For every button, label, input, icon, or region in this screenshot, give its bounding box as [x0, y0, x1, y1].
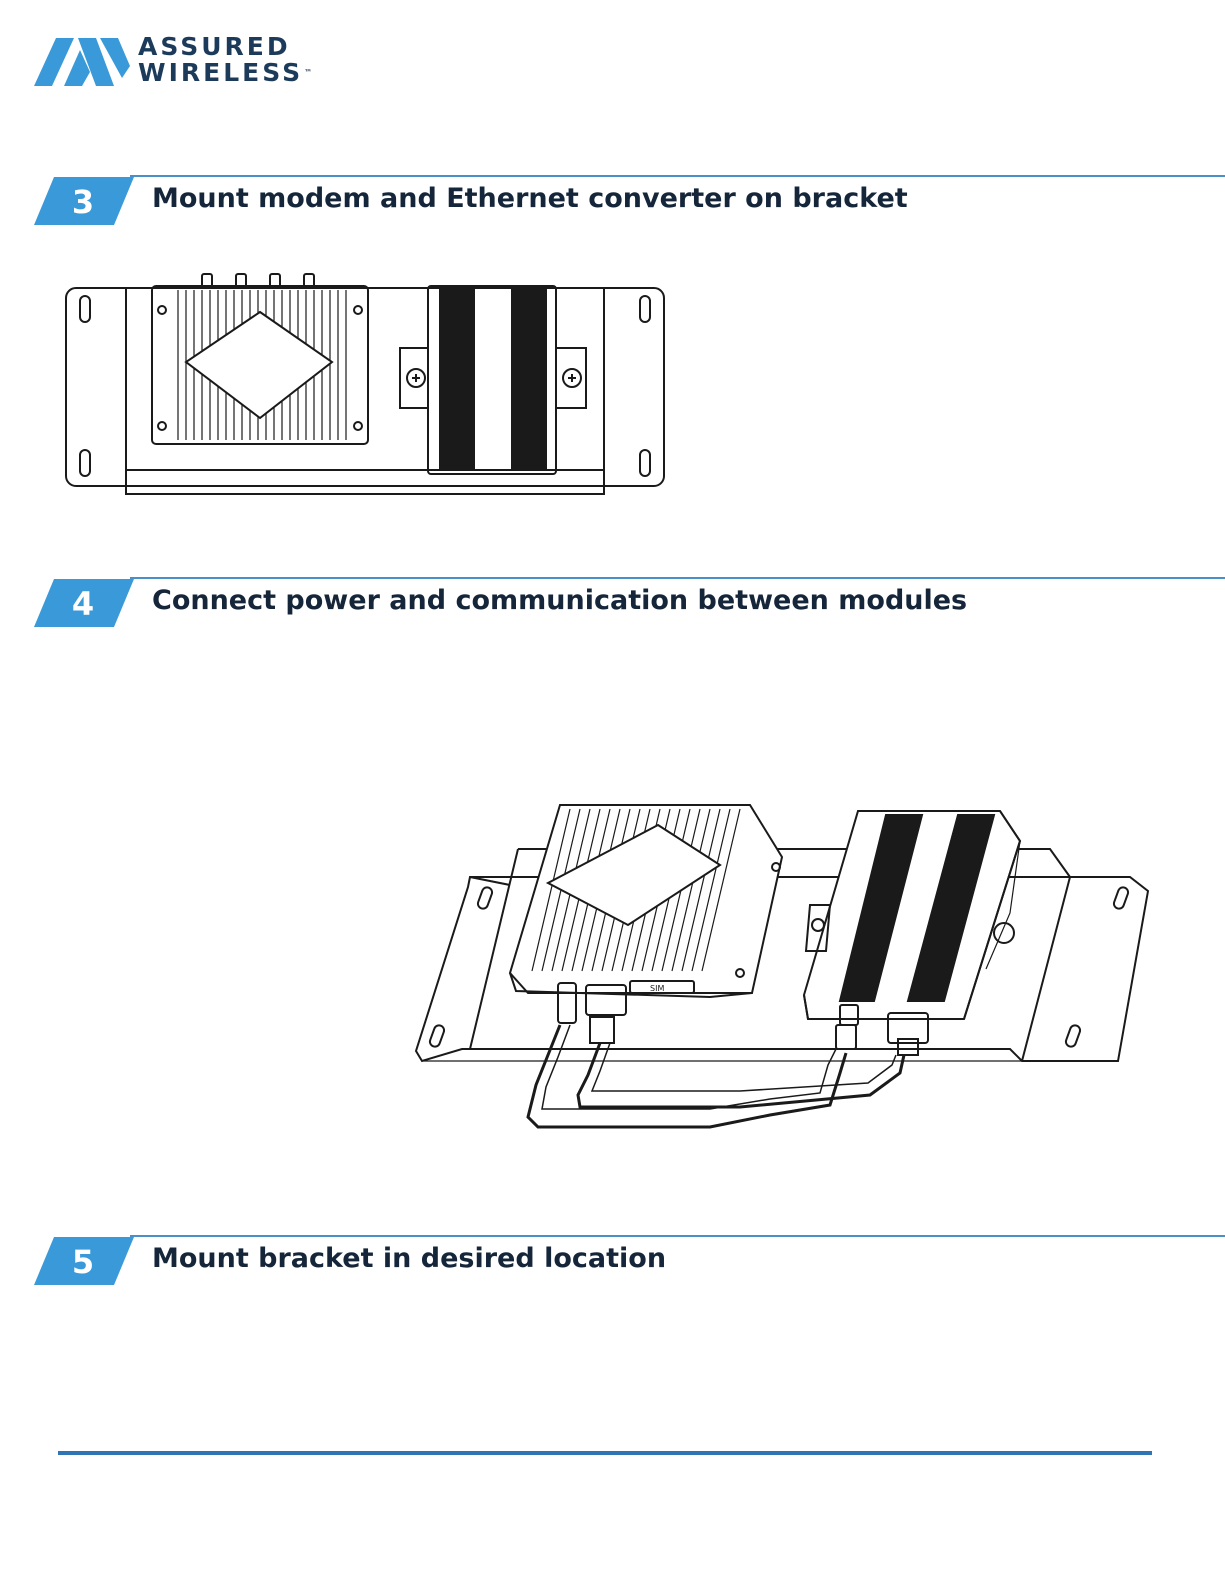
- footer-rule: [58, 1451, 1152, 1455]
- brand-wordmark: ASSURED WIRELESS™: [138, 34, 312, 86]
- brand-line-1: ASSURED: [138, 34, 312, 60]
- section-rule: [130, 1235, 1225, 1237]
- brand-line-2: WIRELESS: [138, 58, 303, 87]
- step-3-header: 3 Mount modem and Ethernet converter on …: [0, 175, 1225, 235]
- bracket-isometric-cabling-illustration: SIM: [410, 795, 1155, 1137]
- trademark-symbol: ™: [304, 68, 312, 77]
- step-number: 3: [44, 183, 122, 221]
- step-title: Mount bracket in desired location: [152, 1243, 666, 1274]
- brand-logo: ASSURED WIRELESS™: [34, 34, 334, 90]
- step-title: Mount modem and Ethernet converter on br…: [152, 183, 908, 214]
- modem-sim-label: SIM: [650, 984, 664, 993]
- step-number: 5: [44, 1243, 122, 1281]
- assured-wireless-logo-icon: [34, 36, 130, 88]
- step-4-header: 4 Connect power and communication betwee…: [0, 577, 1225, 637]
- step-title: Connect power and communication between …: [152, 585, 967, 616]
- step-number: 4: [44, 585, 122, 623]
- section-rule: [130, 175, 1225, 177]
- step-5-header: 5 Mount bracket in desired location: [0, 1235, 1225, 1295]
- bracket-front-view-illustration: [60, 270, 672, 502]
- section-rule: [130, 577, 1225, 579]
